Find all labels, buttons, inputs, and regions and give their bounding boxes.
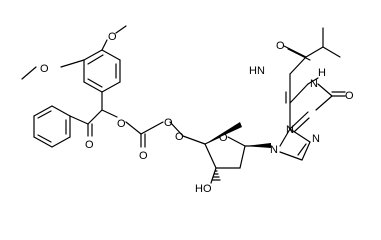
atom-labels: O O O O O O O O HO N N N N H O N H O xyxy=(40,31,354,195)
bond xyxy=(289,83,309,104)
atom-label: N xyxy=(257,65,265,77)
bond xyxy=(37,110,52,119)
atom-label: N xyxy=(310,78,318,90)
bond xyxy=(307,77,319,85)
bond xyxy=(37,134,52,143)
atom-label: O xyxy=(164,117,173,129)
bond xyxy=(21,66,37,80)
bond xyxy=(87,109,103,125)
bond xyxy=(83,49,103,61)
bond xyxy=(289,56,307,75)
atom-label: N xyxy=(312,133,320,145)
bond xyxy=(101,81,121,93)
bond xyxy=(283,45,307,58)
bond xyxy=(297,143,307,156)
atom-label: O xyxy=(175,131,184,143)
bond xyxy=(317,83,333,97)
atom-label: O xyxy=(219,132,228,144)
atom-label: N xyxy=(286,124,294,136)
bond xyxy=(51,105,71,117)
wedge-bond xyxy=(245,143,271,148)
bond xyxy=(305,46,324,58)
bond xyxy=(125,121,142,135)
bond xyxy=(210,167,217,184)
atom-label: N xyxy=(270,144,278,156)
atom-label: O xyxy=(40,63,49,75)
bond xyxy=(87,54,104,65)
atom-label: O xyxy=(85,139,94,151)
hash-bond xyxy=(211,170,221,181)
bond xyxy=(322,46,341,58)
bond xyxy=(87,78,103,88)
bond xyxy=(169,121,184,137)
atom-label: H xyxy=(249,65,257,77)
bond xyxy=(33,136,53,148)
bond xyxy=(239,145,246,169)
bond xyxy=(51,136,71,148)
wedge-bond xyxy=(205,122,242,144)
bond xyxy=(287,48,311,61)
atom-label: HO xyxy=(195,183,212,195)
bond xyxy=(279,151,303,161)
bond xyxy=(33,105,53,117)
bond xyxy=(101,49,121,61)
bond xyxy=(101,109,118,118)
atom-label: O xyxy=(345,90,354,102)
bond-set xyxy=(21,25,346,184)
atom-label: O xyxy=(117,118,126,130)
bond xyxy=(83,81,103,93)
bond xyxy=(289,111,309,130)
bond xyxy=(204,143,217,169)
atom-label: H xyxy=(318,67,326,79)
bond xyxy=(301,141,311,161)
bond xyxy=(227,136,246,147)
atom-label: O xyxy=(108,31,117,43)
bond xyxy=(60,59,85,68)
bond xyxy=(101,39,108,51)
bond xyxy=(279,128,291,147)
bond xyxy=(115,25,127,34)
bond xyxy=(182,135,206,145)
bond xyxy=(69,115,89,125)
bond xyxy=(293,117,310,133)
bond xyxy=(289,128,311,143)
bond xyxy=(140,121,164,135)
atom-label: O xyxy=(139,150,148,162)
chemical-structure: O O O O O O O O HO N N N N H O N H O xyxy=(21,25,354,195)
bond xyxy=(315,95,333,111)
atom-label: O xyxy=(276,40,285,52)
